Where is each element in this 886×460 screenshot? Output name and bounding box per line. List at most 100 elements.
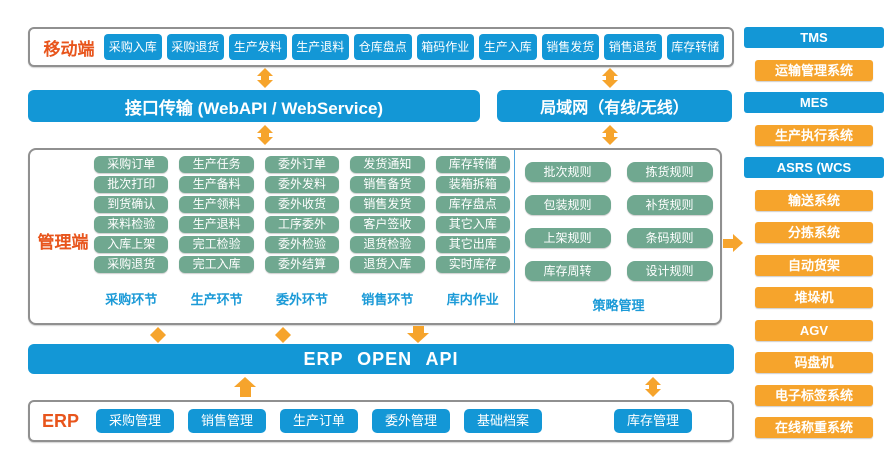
module-node: 发货通知 — [350, 156, 425, 173]
rule-node: 条码规则 — [626, 228, 713, 248]
module-node: 完工检验 — [179, 236, 254, 253]
double-arrow-icon — [257, 125, 273, 145]
mobile-module-node: 采购退货 — [166, 34, 224, 60]
module-node: 采购订单 — [94, 156, 169, 173]
double-arrow-icon — [602, 68, 618, 88]
external-system-node: MES — [744, 92, 884, 113]
module-node: 委外发料 — [264, 176, 340, 193]
module-node: 来料检验 — [94, 216, 169, 233]
api-transport-bar: 接口传输 (WebAPI / WebService) — [28, 90, 480, 122]
erp-module-node: 委外管理 — [372, 409, 450, 433]
module-node: 委外收货 — [264, 196, 340, 213]
external-system-node: 输送系统 — [755, 189, 873, 211]
module-node: 生产退料 — [179, 216, 254, 233]
double-arrow-icon — [645, 377, 661, 397]
erp-module-node: 生产订单 — [280, 409, 358, 433]
lan-bar: 局域网（有线/无线） — [497, 90, 732, 122]
up-arrow-icon — [234, 377, 256, 397]
module-node: 采购退货 — [94, 256, 169, 273]
mobile-module-node: 销售退货 — [604, 34, 662, 60]
external-system-node: AGV — [755, 319, 873, 341]
double-arrow-icon — [275, 327, 291, 343]
external-system-node: ASRS (WCS — [744, 157, 884, 178]
double-arrow-icon — [257, 68, 273, 88]
module-node: 退货入库 — [350, 256, 425, 273]
module-node: 其它出库 — [435, 236, 510, 253]
mobile-module-node: 库存转储 — [666, 34, 724, 60]
external-system-node: 生产执行系统 — [755, 124, 873, 146]
erp-open-api-bar: ERP OPEN API — [28, 344, 734, 374]
module-node: 生产任务 — [179, 156, 254, 173]
management-column: 委外订单委外发料委外收货工序委外委外检验委外结算 委外环节 — [264, 156, 340, 308]
rule-node: 上架规则 — [524, 228, 611, 248]
module-node: 库存转储 — [435, 156, 510, 173]
double-arrow-icon — [150, 327, 166, 343]
module-node: 到货确认 — [94, 196, 169, 213]
module-node: 装箱拆箱 — [435, 176, 510, 193]
erp-label: ERP — [42, 410, 80, 431]
external-system-node: 在线称重系统 — [755, 417, 873, 438]
management-column: 库存转储装箱拆箱库存盘点其它入库其它出库实时库存 库内作业 — [435, 156, 510, 308]
mobile-label: 移动端 — [43, 39, 95, 59]
down-arrow-icon — [407, 326, 429, 343]
mobile-buttons: 采购入库采购退货生产发料生产退料仓库盘点箱码作业生产入库销售发货销售退货库存转储 — [104, 34, 724, 60]
module-node: 完工入库 — [179, 256, 254, 273]
external-system-node: 电子标签系统 — [755, 384, 873, 406]
module-node: 实时库存 — [435, 256, 510, 273]
erp-module-node: 库存管理 — [614, 409, 692, 433]
module-node: 销售发货 — [350, 196, 425, 213]
erp-section: ERP 采购管理销售管理生产订单委外管理基础档案 库存管理 — [28, 400, 734, 442]
module-node: 销售备货 — [350, 176, 425, 193]
external-systems-panel: TMS 运输管理系统 MES 生产执行系统 ASRS (WCS 输送系统分拣系统自动货架堆… — [744, 27, 884, 438]
mobile-section: 移动端 采购入库采购退货生产发料生产退料仓库盘点箱码作业生产入库销售发货销售退货… — [28, 27, 734, 67]
management-label: 管理端 — [37, 233, 89, 252]
rule-node: 补货规则 — [626, 195, 713, 215]
module-node: 客户签收 — [350, 216, 425, 233]
rule-node: 库存周转 — [524, 261, 611, 281]
erp-module-node: 销售管理 — [188, 409, 266, 433]
mobile-module-node: 生产入库 — [479, 34, 537, 60]
rule-node: 包装规则 — [524, 195, 611, 215]
column-footer-label: 委外环节 — [275, 292, 328, 307]
column-footer-label: 生产环节 — [190, 292, 243, 307]
mobile-module-node: 箱码作业 — [416, 34, 474, 60]
rule-node: 设计规则 — [626, 261, 713, 281]
erp-module-node: 采购管理 — [96, 409, 174, 433]
column-footer-label: 销售环节 — [361, 292, 414, 307]
external-system-node: 运输管理系统 — [755, 59, 873, 81]
external-system-node: 分拣系统 — [755, 222, 873, 243]
external-system-node: 堆垛机 — [755, 287, 873, 308]
double-arrow-icon — [602, 125, 618, 145]
module-node: 委外结算 — [264, 256, 340, 273]
mobile-module-node: 销售发货 — [541, 34, 599, 60]
external-system-node: 自动货架 — [755, 254, 873, 276]
management-column: 生产任务生产备料生产领料生产退料完工检验完工入库 生产环节 — [179, 156, 254, 308]
mobile-module-node: 生产发料 — [229, 34, 287, 60]
erp-buttons: 采购管理销售管理生产订单委外管理基础档案 库存管理 — [96, 409, 720, 433]
module-node: 入库上架 — [94, 236, 169, 253]
external-system-node: TMS — [744, 27, 884, 48]
module-node: 库存盘点 — [435, 196, 510, 213]
external-system-node: 码盘机 — [755, 352, 873, 373]
management-section: 管理端 采购订单批次打印到货确认来料检验入库上架采购退货 采购环节 生产任务生产… — [28, 148, 722, 325]
module-node: 工序委外 — [264, 216, 340, 233]
module-node: 其它入库 — [435, 216, 510, 233]
module-node: 生产领料 — [179, 196, 254, 213]
strategy-footer-label: 策略管理 — [592, 298, 645, 313]
mobile-module-node: 采购入库 — [104, 34, 162, 60]
column-footer-label: 库内作业 — [446, 292, 499, 307]
module-node: 生产备料 — [179, 176, 254, 193]
module-node: 退货检验 — [350, 236, 425, 253]
mobile-module-node: 生产退料 — [291, 34, 349, 60]
module-node: 批次打印 — [94, 176, 169, 193]
module-node: 委外检验 — [264, 236, 340, 253]
strategy-rules: 批次规则拣货规则包装规则补货规则上架规则条码规则库存周转设计规则 — [524, 162, 713, 281]
erp-module-node: 基础档案 — [464, 409, 542, 433]
management-column: 发货通知销售备货销售发货客户签收退货检验退货入库 销售环节 — [350, 156, 425, 308]
column-footer-label: 采购环节 — [105, 292, 158, 307]
module-node: 委外订单 — [264, 156, 340, 173]
right-arrow-icon — [723, 234, 743, 252]
management-column: 采购订单批次打印到货确认来料检验入库上架采购退货 采购环节 — [94, 156, 169, 308]
mobile-module-node: 仓库盘点 — [354, 34, 412, 60]
